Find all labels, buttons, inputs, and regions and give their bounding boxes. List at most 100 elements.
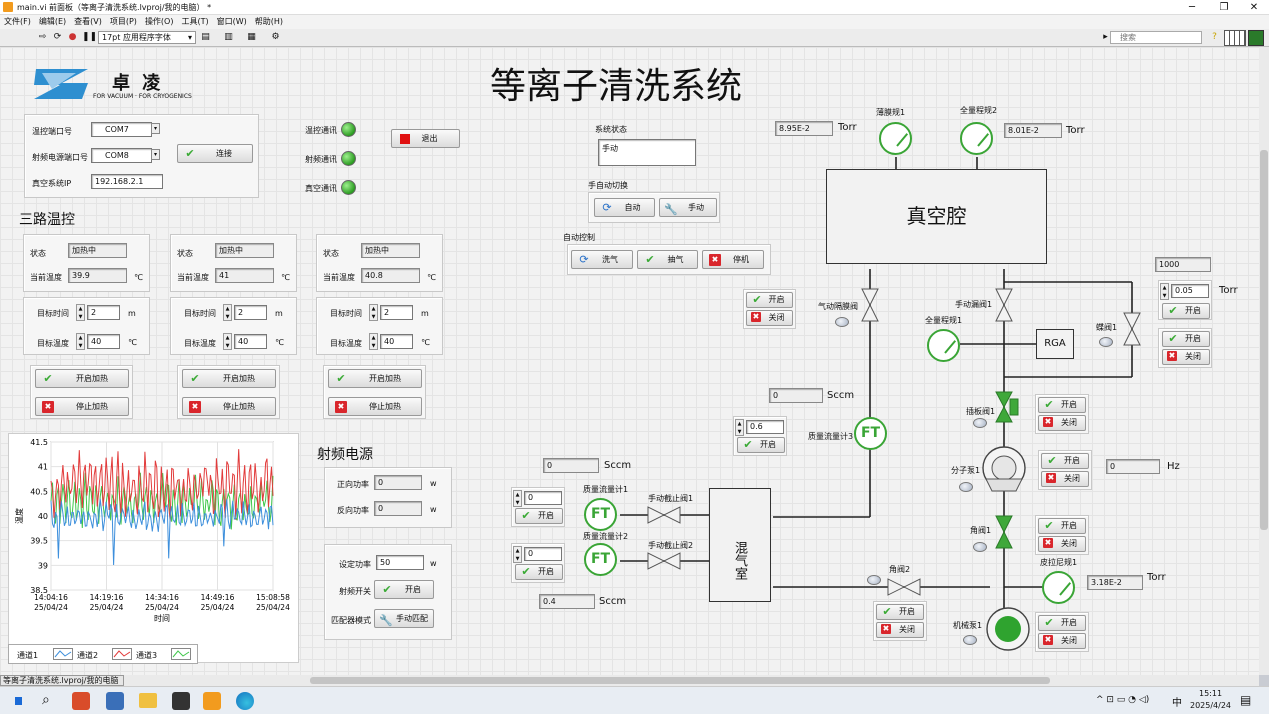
pneumatic-close-button[interactable]: ✖关闭: [746, 310, 793, 326]
spinner-icon[interactable]: ▲▼: [369, 333, 378, 350]
menu-project[interactable]: 项目(P): [109, 17, 137, 26]
channel-3-stop-heat-button[interactable]: ✖停止加热: [328, 397, 422, 416]
spinner-icon[interactable]: ▲▼: [223, 304, 232, 321]
gate-close-button[interactable]: ✖关闭: [1038, 415, 1086, 431]
angle2-open-button[interactable]: ✔开启: [876, 604, 924, 620]
abort-icon[interactable]: ●: [68, 32, 77, 42]
edge-browser-icon[interactable]: [236, 692, 254, 710]
gate-valve-icon[interactable]: [995, 391, 1013, 423]
spinner-icon[interactable]: ▲▼: [223, 333, 232, 350]
menu-operate[interactable]: 操作(O): [144, 17, 174, 26]
spinner-icon[interactable]: ▲▼: [735, 419, 744, 436]
horizontal-scroll-thumb[interactable]: [310, 677, 1050, 684]
mech-close-button[interactable]: ✖关闭: [1038, 633, 1086, 649]
butterfly-open2-button[interactable]: ✔开启: [1162, 331, 1210, 347]
search-icon[interactable]: ⌕: [42, 692, 50, 708]
app-icon-2[interactable]: [106, 692, 124, 710]
app-icon-3[interactable]: [172, 692, 190, 710]
matcher-mode-button[interactable]: 🔧手动匹配: [374, 609, 434, 628]
run-continuous-icon[interactable]: ⟳: [53, 32, 62, 42]
rf-port-select[interactable]: COM8: [91, 148, 152, 163]
spinner-icon[interactable]: ▲▼: [513, 546, 522, 563]
windows-start-icon[interactable]: [12, 695, 24, 707]
distribute-icon[interactable]: ▥: [224, 32, 233, 42]
spinner-icon[interactable]: ▲▼: [1160, 283, 1169, 300]
menu-edit[interactable]: 编辑(E): [38, 17, 67, 26]
ip-field[interactable]: 192.168.2.1: [91, 174, 163, 189]
flow2-open-button[interactable]: ✔开启: [515, 564, 563, 580]
resize-icon[interactable]: ▦: [247, 32, 256, 42]
mechanical-pump-icon[interactable]: [986, 607, 1030, 651]
minimize-icon[interactable]: ─: [1188, 2, 1196, 13]
channel-2-start-heat-button[interactable]: ✔开启加热: [182, 369, 276, 388]
butterfly-close-button[interactable]: ✖关闭: [1162, 349, 1210, 365]
unit-minute: m: [421, 309, 429, 318]
spinner-icon[interactable]: ▲▼: [76, 333, 85, 350]
chevron-down-icon[interactable]: ▾: [151, 149, 160, 160]
flow3-open-button[interactable]: ✔开启: [737, 437, 785, 453]
tray-icons[interactable]: ^ ⊡ ▭ ◔ ◁): [1096, 695, 1150, 705]
menu-tools[interactable]: 工具(T): [181, 17, 209, 26]
flow1-open-button[interactable]: ✔开启: [515, 508, 563, 524]
butterfly-valve-icon[interactable]: [1123, 312, 1141, 346]
angle-valve1-icon[interactable]: [995, 515, 1013, 549]
hand-valve2-icon[interactable]: [647, 552, 681, 570]
ime-indicator[interactable]: 中: [1172, 698, 1182, 709]
spinner-icon[interactable]: ▲▼: [76, 304, 85, 321]
pneumatic-valve-icon[interactable]: [861, 288, 879, 322]
gate-open-button[interactable]: ✔开启: [1038, 397, 1086, 413]
pneumatic-open-button[interactable]: ✔开启: [746, 292, 793, 308]
angle2-close-button[interactable]: ✖关闭: [876, 622, 924, 638]
menu-view[interactable]: 查看(V): [74, 17, 102, 26]
channel-2-stop-heat-button[interactable]: ✖停止加热: [182, 397, 276, 416]
spinner-icon[interactable]: ▲▼: [369, 304, 378, 321]
hand-valve1-icon[interactable]: [647, 506, 681, 524]
molecular-pump-icon[interactable]: [982, 446, 1026, 492]
align-icon[interactable]: ▤: [201, 32, 210, 42]
set-power-field[interactable]: 50: [376, 555, 424, 570]
channel-1-stop-heat-button[interactable]: ✖停止加热: [35, 397, 129, 416]
search-input[interactable]: [1110, 31, 1202, 44]
connect-button[interactable]: ✔连接: [177, 144, 253, 163]
rf-switch-button[interactable]: ✔开启: [374, 580, 434, 599]
run-arrow-icon[interactable]: ⇨: [38, 32, 47, 42]
mol-open-button[interactable]: ✔开启: [1041, 453, 1089, 469]
reorder-icon[interactable]: ⚙: [271, 32, 280, 42]
halt-button[interactable]: ✖停机: [702, 250, 764, 269]
help-icon[interactable]: ?: [1212, 32, 1217, 42]
angle-valve2-icon[interactable]: [887, 578, 921, 596]
menu-file[interactable]: 文件(F): [4, 17, 31, 26]
manual-leak-valve-icon[interactable]: [995, 288, 1013, 322]
manual-mode-button[interactable]: 🔧手动: [659, 198, 717, 217]
menu-help[interactable]: 帮助(H): [254, 17, 284, 26]
angle1-close-button[interactable]: ✖关闭: [1038, 536, 1086, 552]
mol-close-button[interactable]: ✖关闭: [1041, 471, 1089, 487]
close-icon[interactable]: ✕: [1249, 2, 1259, 13]
clock-date[interactable]: 2025/4/24: [1190, 701, 1232, 710]
butterfly-open-button[interactable]: ✔开启: [1162, 303, 1210, 319]
manual-leak-label: 手动漏阀1: [955, 300, 993, 309]
clock-time[interactable]: 15:11: [1199, 689, 1223, 698]
angle1-open-button[interactable]: ✔开启: [1038, 518, 1086, 534]
maximize-icon[interactable]: ❐: [1219, 2, 1229, 13]
font-select[interactable]: 17pt 应用程序字体▾: [98, 31, 196, 44]
pause-icon[interactable]: ❚❚: [82, 32, 98, 42]
spinner-icon[interactable]: ▲▼: [513, 490, 522, 507]
vertical-scroll-thumb[interactable]: [1260, 150, 1268, 530]
file-explorer-icon[interactable]: [139, 693, 157, 708]
full-gauge2-value: 8.01E-2: [1004, 123, 1062, 138]
chevron-down-icon[interactable]: ▾: [151, 123, 160, 134]
menu-window[interactable]: 窗口(W): [216, 17, 247, 26]
exit-button[interactable]: 退出: [391, 129, 460, 148]
channel-3-start-heat-button[interactable]: ✔开启加热: [328, 369, 422, 388]
pump-down-button[interactable]: ✔抽气: [637, 250, 698, 269]
mech-open-button[interactable]: ✔开启: [1038, 615, 1086, 631]
auto-mode-button[interactable]: ⟳自动: [594, 198, 655, 217]
channel-1-start-heat-button[interactable]: ✔开启加热: [35, 369, 129, 388]
labview-taskbar-icon[interactable]: [203, 692, 221, 710]
notification-icon[interactable]: ▤: [1240, 693, 1252, 707]
vi-icon[interactable]: [1248, 30, 1264, 46]
app-icon-1[interactable]: [72, 692, 90, 710]
purge-button[interactable]: ⟳洗气: [571, 250, 633, 269]
connector-pane-icon[interactable]: [1224, 30, 1246, 46]
